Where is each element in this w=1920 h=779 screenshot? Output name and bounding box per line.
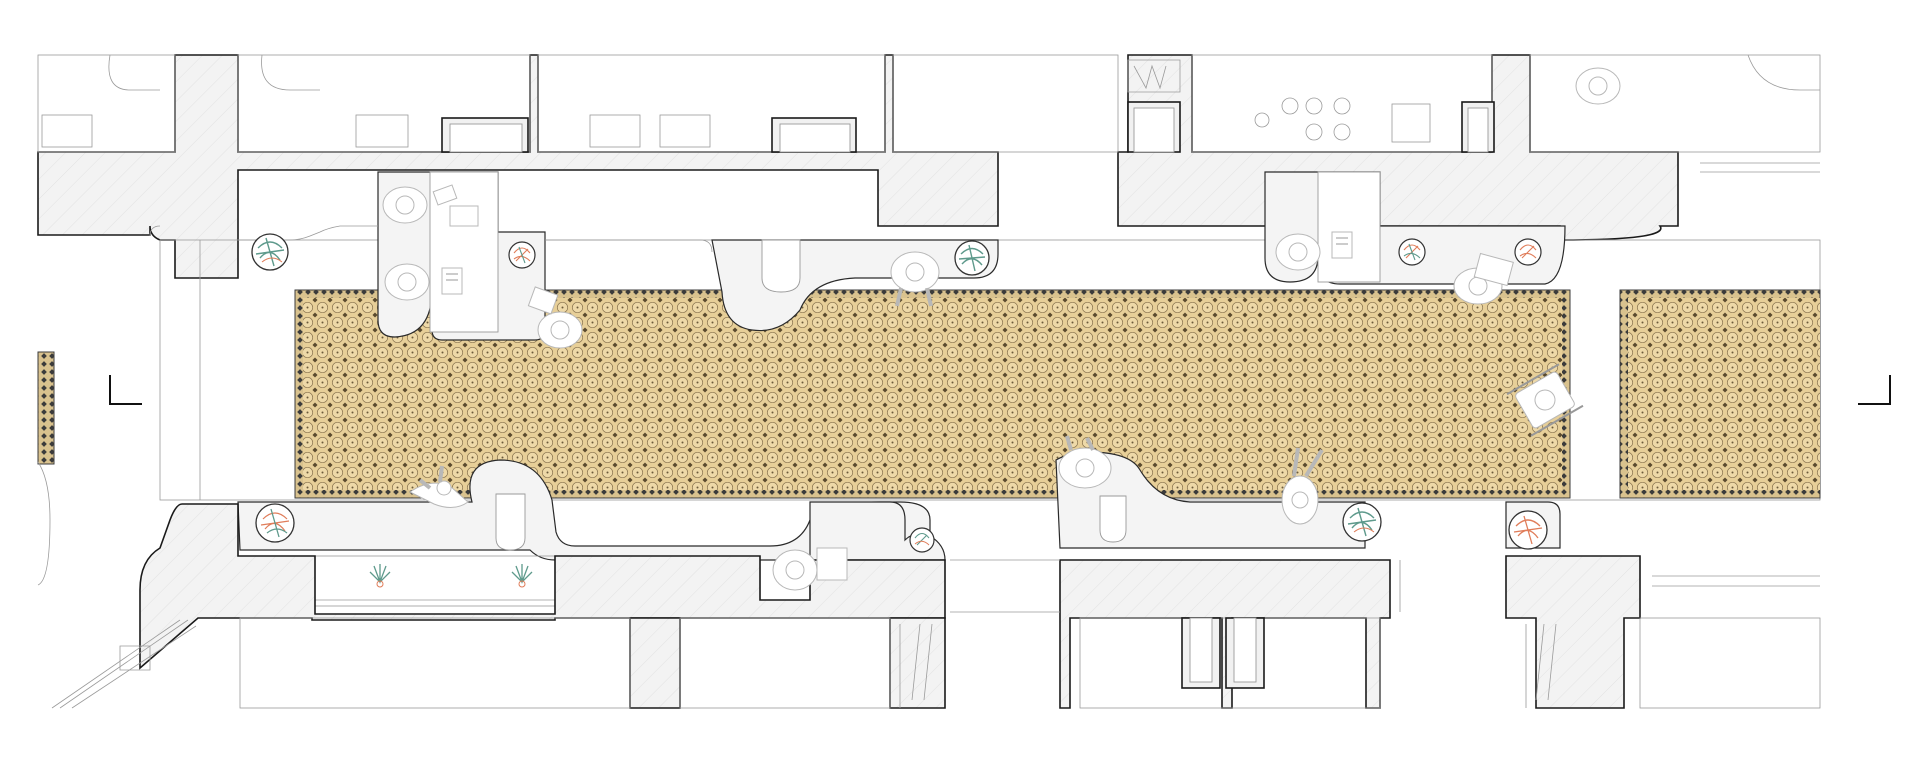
seated-person-icon [772,547,848,591]
planters [251,233,1548,588]
seated-person-icon [890,251,940,307]
seated-person-icon [382,186,428,224]
planter-icon [909,527,935,553]
laptop-icon [1331,231,1353,259]
bottom-building-blocks [37,461,1821,709]
seated-person-icon [384,263,430,301]
planter-icon [251,233,289,271]
potted-plant-icon [511,564,533,588]
potted-plant-icon [369,564,391,588]
section-mark-icon [109,375,142,405]
top-building-blocks [37,54,1821,279]
planter-icon [1508,510,1548,550]
planter-icon [1514,238,1542,266]
seated-person-icon [1275,233,1321,271]
standing-person-icon [409,465,469,508]
laptop-icon [441,267,463,295]
seated-person-icon [1575,67,1621,105]
standing-person-icon [1058,435,1112,489]
seated-person-icon [527,286,583,349]
planter-icon [508,241,536,269]
planter-icon [255,503,295,543]
planter-icon [1398,238,1426,266]
standing-person-icon [1281,447,1324,525]
wheelchair-user-icon [1506,363,1584,437]
planter-icon [1342,502,1382,542]
section-mark-icon [1858,375,1891,405]
seated-person-icon [1453,252,1514,305]
people [382,67,1621,591]
section-marks [109,375,1891,405]
planter-icon [954,240,990,276]
